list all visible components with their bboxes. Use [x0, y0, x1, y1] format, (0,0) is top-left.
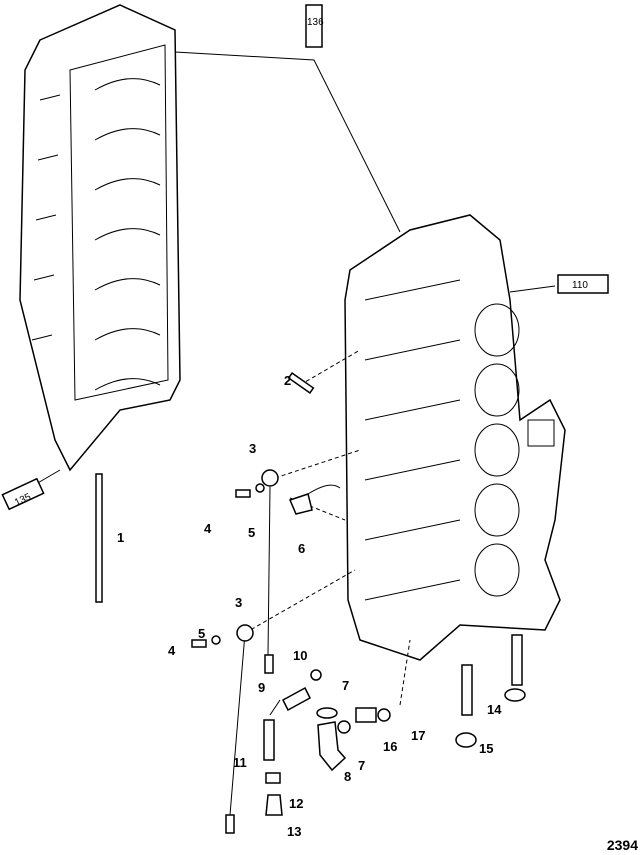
clamp-2: [265, 772, 281, 784]
callouts: 1 2 3 4 5 6 3 5 4 10 9 7 11 12 13 8 7 16…: [117, 373, 502, 839]
callout: 5: [248, 525, 255, 540]
fitting: [282, 686, 311, 712]
figure-id: 2394: [606, 837, 638, 853]
elbow: [317, 721, 347, 772]
callout: 11: [233, 755, 247, 770]
callout: 5: [198, 626, 205, 641]
callout: 1: [117, 530, 124, 545]
callout: 8: [344, 769, 351, 784]
fitting-2: [355, 707, 377, 723]
callout: 6: [298, 541, 305, 556]
sensor: [265, 794, 283, 816]
connector-2: [225, 814, 235, 834]
callout: 4: [204, 521, 212, 536]
knock-sensor: [261, 469, 279, 487]
dowel-rod: [95, 473, 103, 603]
stud-2: [511, 634, 523, 686]
o-ring-2: [337, 720, 351, 734]
crankcase-cover: [19, 4, 181, 472]
callout: 3: [235, 595, 242, 610]
callout: 10: [293, 648, 307, 663]
washer-2: [211, 635, 221, 645]
callout: 16: [383, 739, 397, 754]
bolt-2: [191, 639, 207, 648]
leader-lines: [35, 51, 556, 816]
hose: [263, 719, 275, 761]
callout: 14: [487, 702, 502, 717]
callout: 13: [287, 824, 301, 839]
callout: 7: [358, 758, 365, 773]
tube-label: 110: [572, 280, 588, 291]
sealant-tube-136: 136: [305, 4, 324, 48]
knock-sensor-2: [236, 624, 254, 642]
dowel-pin: [287, 372, 315, 394]
callout: 15: [479, 741, 493, 756]
temperature-sensor: [288, 493, 313, 515]
small-parts: [95, 372, 526, 834]
callout: 9: [258, 680, 265, 695]
nut: [504, 688, 526, 702]
o-ring-3: [377, 708, 391, 722]
callout: 4: [168, 643, 176, 658]
sealant-tube-110: 110: [557, 274, 609, 294]
clamp: [316, 707, 338, 719]
callout: 2: [284, 373, 291, 388]
tube-label: 136: [307, 17, 324, 28]
callout: 3: [249, 441, 256, 456]
callout: 17: [411, 728, 425, 743]
sealant-tube-135: 135: [1, 477, 45, 511]
connector: [264, 654, 274, 674]
stud: [461, 664, 473, 716]
callout: 12: [289, 796, 303, 811]
o-ring: [310, 669, 322, 681]
callout: 7: [342, 678, 349, 693]
bolt: [235, 489, 251, 498]
washer: [255, 483, 265, 493]
nut-2: [455, 732, 477, 748]
cylinder-block: [344, 214, 566, 661]
